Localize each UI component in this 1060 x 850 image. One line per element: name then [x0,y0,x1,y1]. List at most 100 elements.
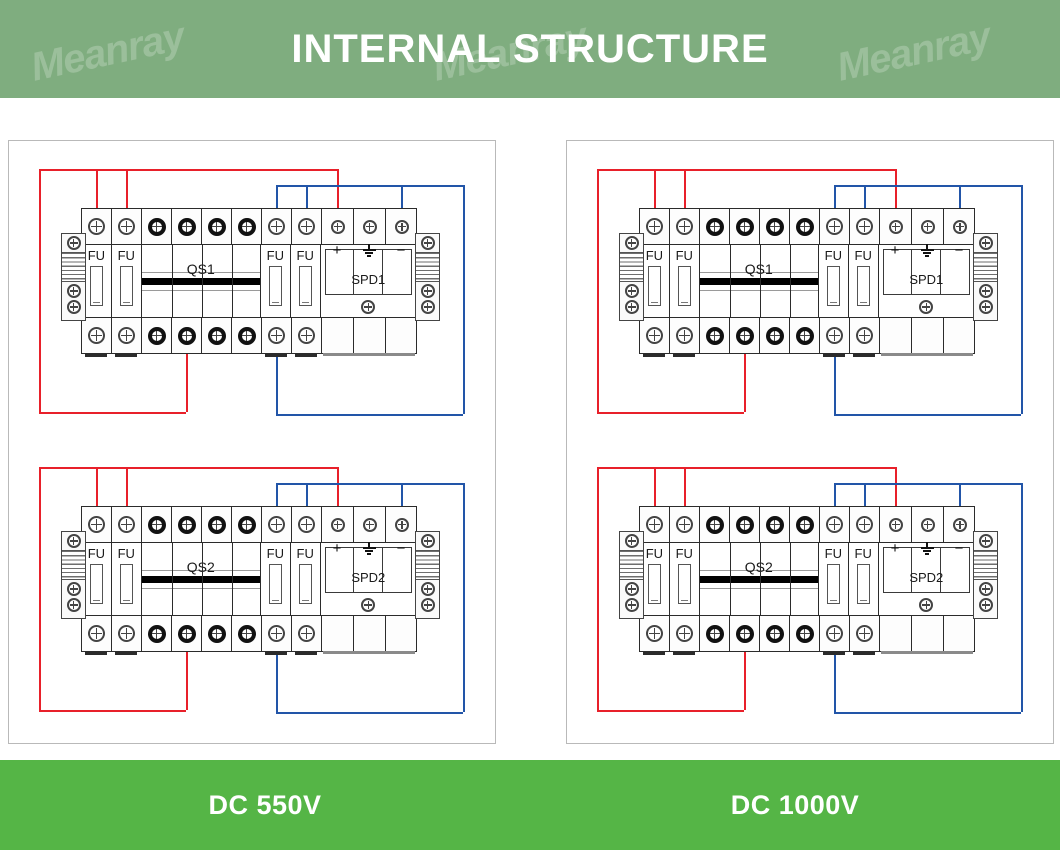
top-terminal-11[interactable] [944,507,976,542]
top-terminal-6[interactable] [790,507,820,542]
bottom-terminal-10[interactable] [912,318,944,353]
fuse-holder-input-1[interactable]: FU [82,245,112,317]
top-terminal-9[interactable] [880,209,912,244]
bottom-terminal-9[interactable] [880,318,912,353]
dc-isolator-qs2[interactable]: QS2 [699,543,819,615]
top-terminal-10[interactable] [912,507,944,542]
fuse-holder-output-2[interactable]: FU [290,543,321,615]
top-terminal-5[interactable] [760,209,790,244]
top-terminal-2[interactable] [670,507,700,542]
top-terminal-4[interactable] [172,507,202,542]
top-terminal-9[interactable] [322,507,354,542]
spd-cartridge-2[interactable] [912,548,942,592]
spd-cartridge-2[interactable] [354,548,384,592]
surge-protector-spd1[interactable]: SPD1 [878,245,975,317]
bottom-terminal-11[interactable] [944,318,976,353]
top-terminal-3[interactable] [142,507,172,542]
bottom-terminal-7[interactable] [262,616,292,651]
breaker-toggle-bar[interactable] [141,277,260,285]
bottom-terminal-1[interactable] [640,318,670,353]
top-terminal-6[interactable] [232,209,262,244]
top-terminal-11[interactable] [386,507,418,542]
surge-protector-spd2[interactable]: SPD2 [878,543,975,615]
bottom-terminal-11[interactable] [386,616,418,651]
bottom-terminal-3[interactable] [700,616,730,651]
fuse-holder-output-1[interactable]: FU [260,245,291,317]
bottom-terminal-10[interactable] [912,616,944,651]
top-terminal-11[interactable] [386,209,418,244]
bottom-terminal-2[interactable] [112,616,142,651]
dc-isolator-qs1[interactable]: QS1 [699,245,819,317]
fuse-holder-output-1[interactable]: FU [260,543,291,615]
bottom-terminal-7[interactable] [820,318,850,353]
bottom-terminal-2[interactable] [112,318,142,353]
spd-cartridge-1[interactable] [326,548,355,592]
bottom-terminal-3[interactable] [142,616,172,651]
bottom-terminal-5[interactable] [760,318,790,353]
dc-isolator-qs2[interactable]: QS2 [141,543,261,615]
fuse-holder-output-2[interactable]: FU [848,245,879,317]
breaker-toggle-bar[interactable] [699,277,818,285]
spd-cartridge-1[interactable] [326,250,355,294]
top-terminal-3[interactable] [142,209,172,244]
breaker-toggle-bar[interactable] [699,575,818,583]
bottom-terminal-7[interactable] [820,616,850,651]
top-terminal-2[interactable] [112,209,142,244]
fuse-holder-input-2[interactable]: FU [669,543,700,615]
top-terminal-10[interactable] [354,507,386,542]
bottom-terminal-9[interactable] [322,616,354,651]
bottom-terminal-4[interactable] [172,318,202,353]
top-terminal-4[interactable] [730,507,760,542]
bottom-terminal-8[interactable] [850,616,880,651]
bottom-terminal-3[interactable] [142,318,172,353]
fuse-holder-input-2[interactable]: FU [111,245,142,317]
bottom-terminal-4[interactable] [730,318,760,353]
fuse-holder-input-2[interactable]: FU [111,543,142,615]
bottom-terminal-5[interactable] [760,616,790,651]
bottom-terminal-1[interactable] [82,318,112,353]
top-terminal-5[interactable] [760,507,790,542]
top-terminal-11[interactable] [944,209,976,244]
bottom-terminal-1[interactable] [82,616,112,651]
fuse-holder-output-1[interactable]: FU [818,543,849,615]
top-terminal-2[interactable] [670,209,700,244]
top-terminal-3[interactable] [700,507,730,542]
bottom-terminal-8[interactable] [292,318,322,353]
top-terminal-1[interactable] [82,507,112,542]
bottom-terminal-10[interactable] [354,318,386,353]
bottom-terminal-11[interactable] [386,318,418,353]
top-terminal-2[interactable] [112,507,142,542]
bottom-terminal-4[interactable] [730,616,760,651]
bottom-terminal-7[interactable] [262,318,292,353]
fuse-holder-input-1[interactable]: FU [640,543,670,615]
top-terminal-5[interactable] [202,209,232,244]
top-terminal-3[interactable] [700,209,730,244]
top-terminal-6[interactable] [790,209,820,244]
bottom-terminal-4[interactable] [172,616,202,651]
spd-cartridge-2[interactable] [912,250,942,294]
dc-isolator-qs1[interactable]: QS1 [141,245,261,317]
bottom-terminal-6[interactable] [790,616,820,651]
top-terminal-6[interactable] [232,507,262,542]
bottom-terminal-6[interactable] [232,616,262,651]
bottom-terminal-5[interactable] [202,616,232,651]
top-terminal-8[interactable] [292,507,322,542]
top-terminal-7[interactable] [820,507,850,542]
bottom-terminal-10[interactable] [354,616,386,651]
fuse-holder-output-2[interactable]: FU [848,543,879,615]
fuse-holder-input-1[interactable]: FU [640,245,670,317]
top-terminal-8[interactable] [292,209,322,244]
bottom-terminal-8[interactable] [292,616,322,651]
top-terminal-4[interactable] [172,209,202,244]
top-terminal-9[interactable] [880,507,912,542]
top-terminal-8[interactable] [850,507,880,542]
breaker-toggle-bar[interactable] [141,575,260,583]
top-terminal-10[interactable] [912,209,944,244]
surge-protector-spd1[interactable]: SPD1 [320,245,417,317]
bottom-terminal-2[interactable] [670,616,700,651]
bottom-terminal-3[interactable] [700,318,730,353]
top-terminal-1[interactable] [640,507,670,542]
top-terminal-1[interactable] [640,209,670,244]
bottom-terminal-1[interactable] [640,616,670,651]
surge-protector-spd2[interactable]: SPD2 [320,543,417,615]
